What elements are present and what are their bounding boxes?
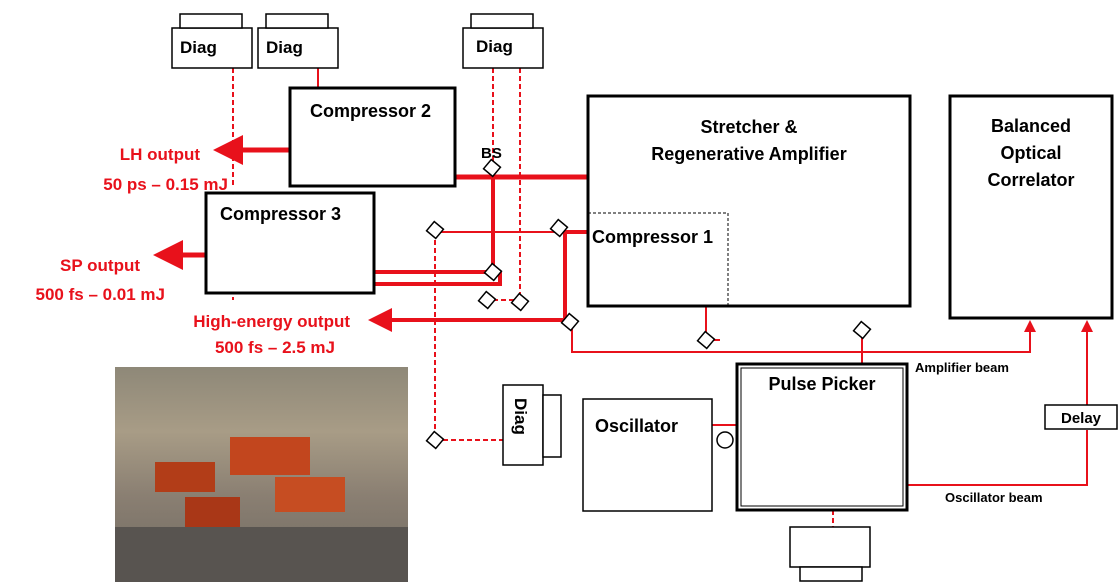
- delay-box: Delay: [1044, 404, 1118, 430]
- mirror-icon: [425, 430, 445, 450]
- compressor-2-box: Compressor 2: [288, 86, 457, 188]
- stretcher-amplifier-box: Stretcher & Regenerative Amplifier Compr…: [586, 94, 912, 308]
- mirror-icon: [425, 220, 445, 240]
- bs-to-compressor3-beam-2: [375, 272, 502, 286]
- photo-red-block: [275, 477, 345, 512]
- photo-red-block: [230, 437, 310, 475]
- mirror-icon: [549, 218, 569, 238]
- correlator-label-line3: Correlator: [987, 170, 1074, 190]
- lh-output-spec: 50 ps – 0.15 mJ: [103, 175, 228, 194]
- photo-table: [115, 527, 408, 582]
- mirror-icon: [477, 290, 497, 310]
- diag-box-1: Diag: [171, 13, 253, 69]
- sp-output-label: SP output: [60, 256, 140, 275]
- pulse-picker-box: Pulse Picker: [735, 362, 909, 512]
- diag-box-3: Diag: [462, 13, 544, 69]
- lh-output-label: LH output: [120, 145, 201, 164]
- beam-splitter-icon: [482, 158, 502, 178]
- oscillator-box: Oscillator: [582, 398, 713, 512]
- diag-box-4: Diag: [502, 384, 562, 466]
- sp-output-spec: 500 fs – 0.01 mJ: [36, 285, 165, 304]
- oscillator-beam-line: [907, 430, 1088, 486]
- diagnostic-dashed-lines: [232, 68, 834, 545]
- pulse-picker-label: Pulse Picker: [768, 374, 875, 394]
- compressor-1-region: [587, 212, 729, 307]
- bs-label: BS: [481, 145, 502, 162]
- amplifier-beam-label: Amplifier beam: [915, 360, 1009, 375]
- lab-setup-photo: [115, 367, 408, 582]
- mirror-icons: [425, 158, 872, 450]
- diag-3-label: Diag: [476, 37, 513, 56]
- mirror-icon: [510, 292, 530, 312]
- mirror-icon: [560, 312, 580, 332]
- compressor1-out-beam: [563, 230, 588, 320]
- mirror-icon: [852, 320, 872, 340]
- amp-beam-loop: [571, 325, 863, 353]
- diag-box-2: Diag: [257, 13, 339, 69]
- oscillator-beam-label: Oscillator beam: [945, 490, 1043, 505]
- stretcher-label-line2: Regenerative Amplifier: [651, 144, 846, 164]
- compressor-2-label: Compressor 2: [310, 101, 431, 121]
- diag-4-label: Diag: [511, 398, 530, 435]
- beam-paths: [153, 68, 1093, 486]
- compressor-1-label: Compressor 1: [592, 227, 713, 247]
- high-energy-output-spec: 500 fs – 2.5 mJ: [215, 338, 335, 357]
- correlator-box: Balanced Optical Correlator: [948, 94, 1114, 320]
- photo-red-block: [185, 497, 240, 529]
- lens-icon: [716, 431, 734, 449]
- oscillator-label: Oscillator: [595, 416, 678, 436]
- high-energy-output-label: High-energy output: [193, 312, 350, 331]
- amplifier-beam-arrow: [862, 320, 1036, 353]
- correlator-label-line1: Balanced: [991, 116, 1071, 136]
- photo-red-block: [155, 462, 215, 492]
- compressor-3-box: Compressor 3: [204, 191, 376, 295]
- correlator-label-line2: Optical: [1000, 143, 1061, 163]
- stretcher-label-line1: Stretcher &: [700, 117, 797, 137]
- diag-2-label: Diag: [266, 38, 303, 57]
- delay-label: Delay: [1061, 410, 1102, 427]
- mirror-icon: [696, 330, 716, 350]
- compressor-3-label: Compressor 3: [220, 204, 341, 224]
- mirror-icon: [483, 262, 503, 282]
- diag-1-label: Diag: [180, 38, 217, 57]
- bottom-diag-box: [789, 526, 871, 582]
